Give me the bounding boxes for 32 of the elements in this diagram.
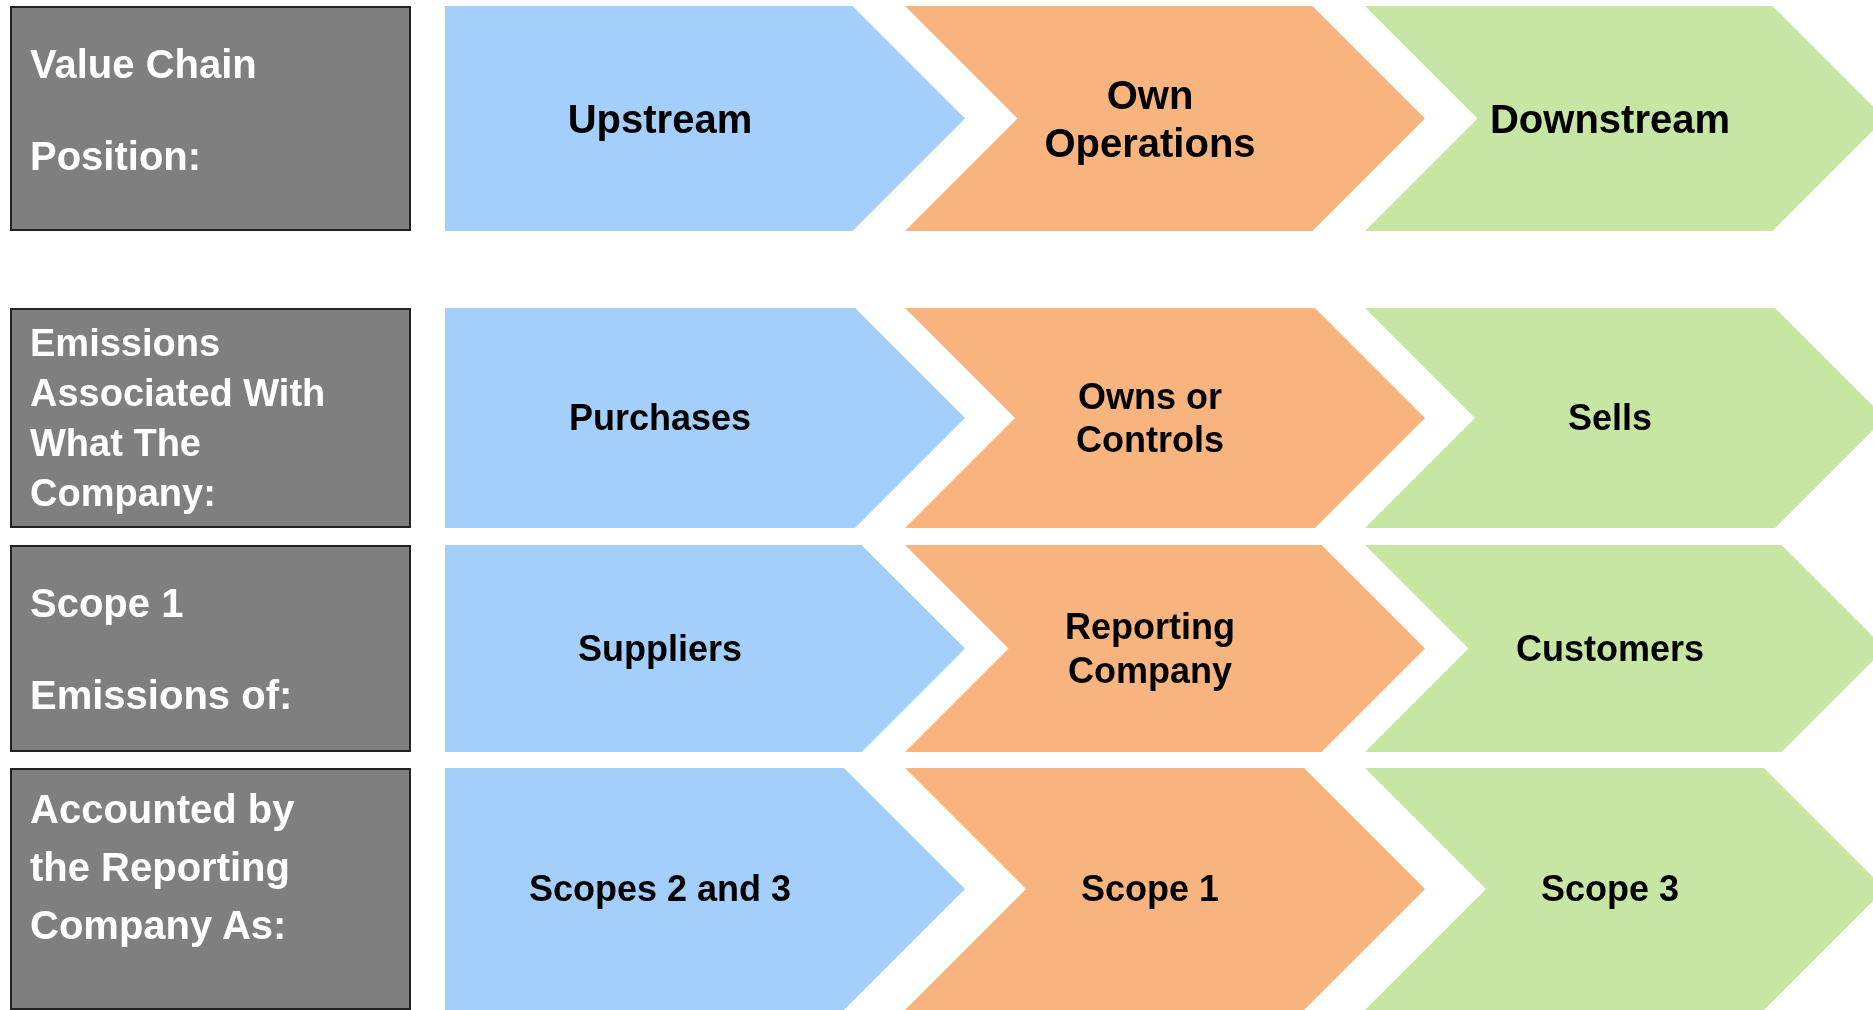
header-text: Scope 1 Emissions of: [30, 580, 294, 719]
chevron-banner [445, 6, 965, 231]
chevron-banner [445, 768, 965, 1010]
chevron-label: Downstream [1489, 95, 1731, 143]
chevron-label: Suppliers [577, 626, 742, 671]
chevron-banner [1365, 6, 1873, 231]
header-text: Accounted by the Reporting Company As: [30, 786, 296, 949]
chevron-label: Customers [1515, 626, 1705, 671]
row-header-box [10, 768, 411, 1010]
chevron-label: Sells [1567, 396, 1653, 440]
chevron-label: Purchases [568, 396, 752, 440]
chevron-banner [1365, 545, 1873, 752]
chevron-label: Scope 1 [1080, 867, 1220, 911]
chevron-label: Upstream [567, 95, 753, 143]
chevron-label: Own Operations [1043, 71, 1257, 167]
chevron-label: Owns or Controls [1075, 374, 1225, 462]
header-text: Value Chain Position: [30, 41, 258, 180]
row-header-box [10, 6, 411, 231]
row-header-box [10, 545, 411, 752]
chevron-label: Reporting Company [1064, 605, 1236, 692]
chevron-banner [1365, 768, 1873, 1010]
chevron-banner [445, 545, 965, 752]
chevron-banner [905, 768, 1425, 1010]
chevron-banner [905, 308, 1425, 528]
chevron-banner [1365, 308, 1873, 528]
chevron-banner [905, 545, 1425, 752]
chevron-banner [445, 308, 965, 528]
chevron-label: Scope 3 [1540, 867, 1680, 911]
header-text: Emissions Associated With What The Company: [30, 321, 327, 517]
row-header-box [10, 308, 411, 528]
chevron-label: Scopes 2 and 3 [528, 867, 792, 911]
chevron-banner [905, 6, 1425, 231]
